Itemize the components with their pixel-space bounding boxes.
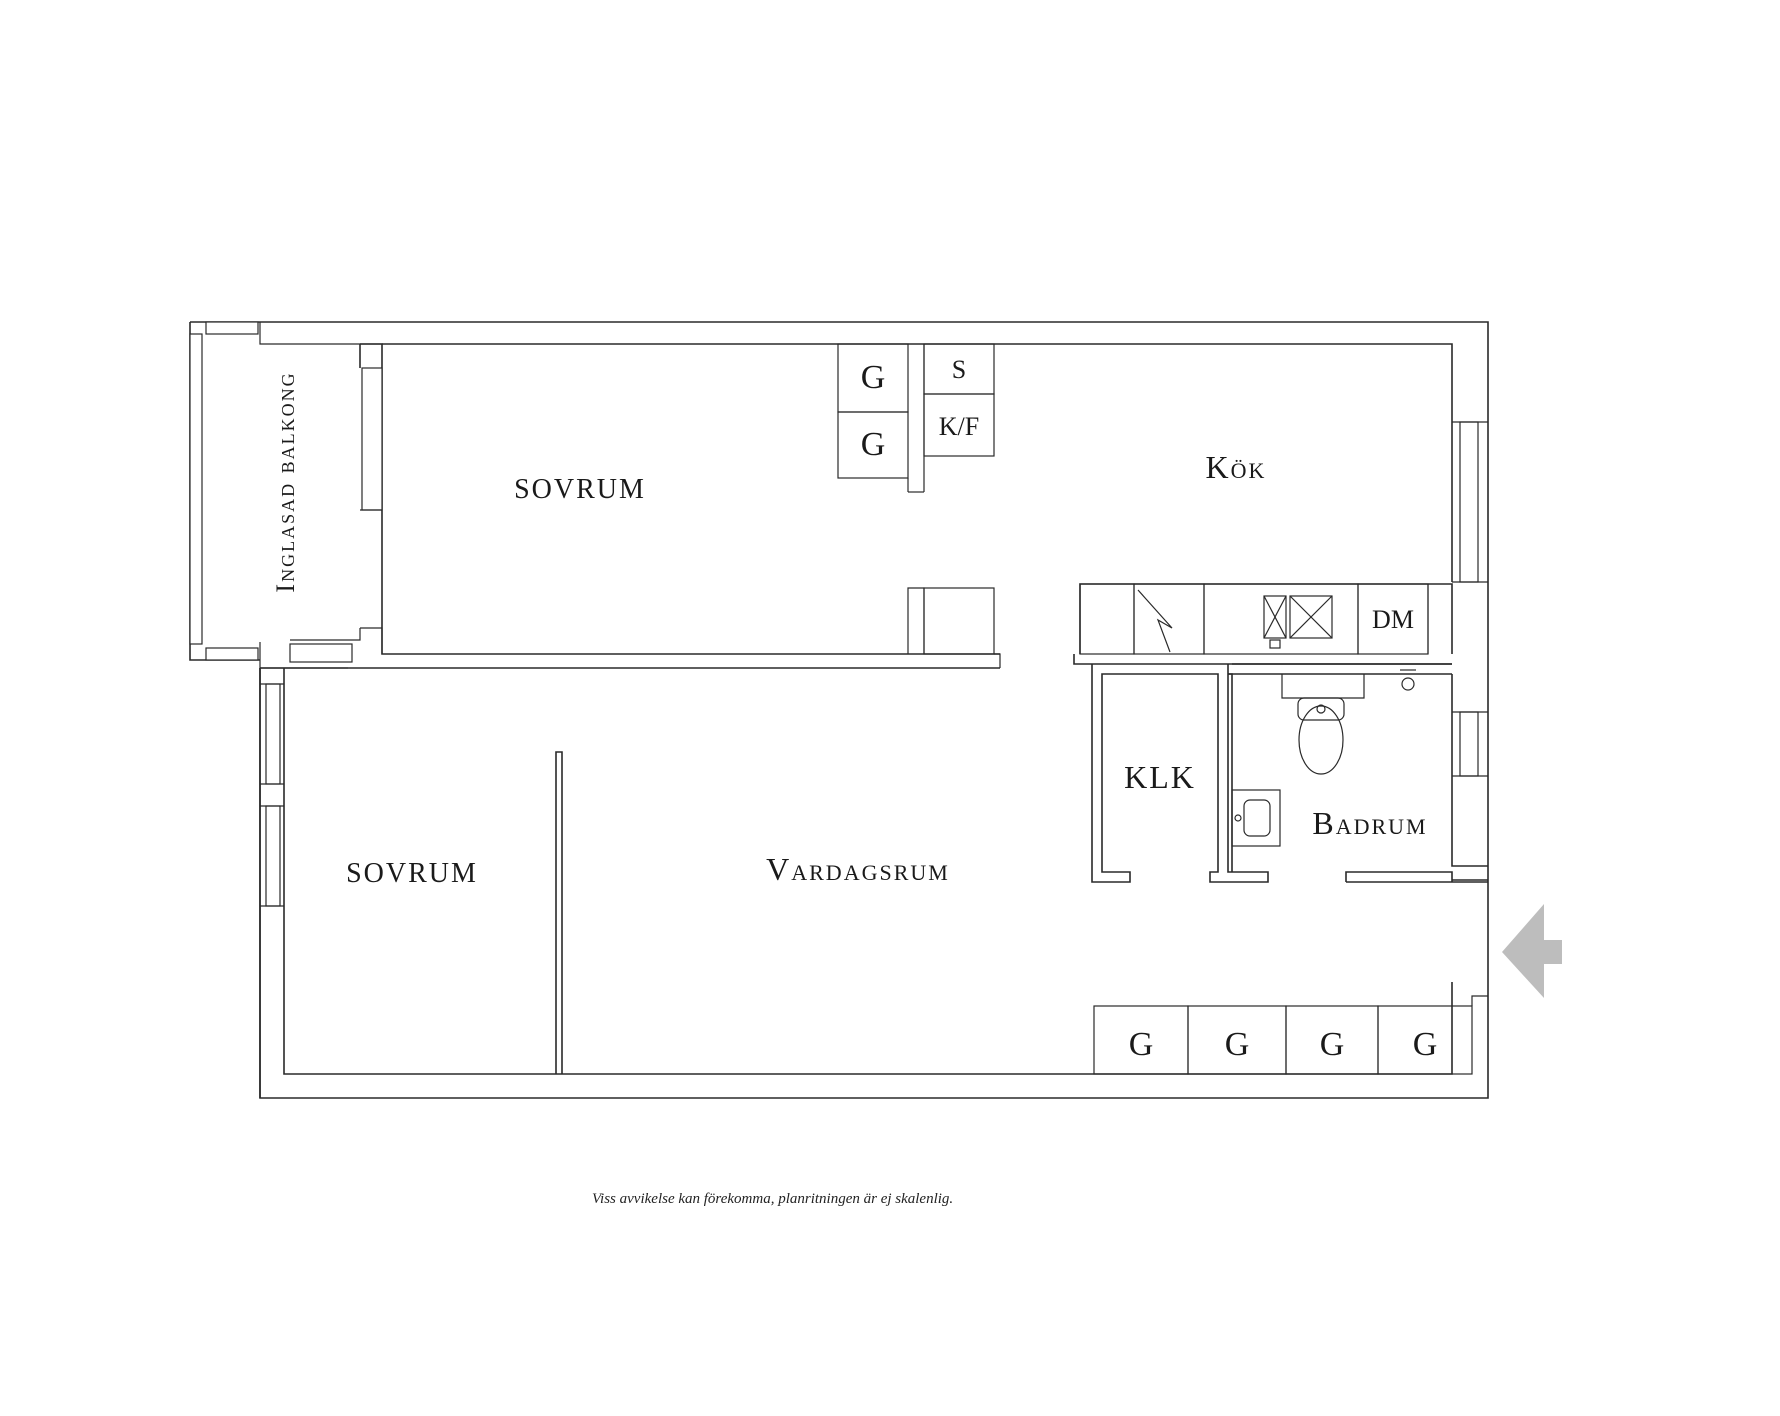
disclaimer-note: Viss avvikelse kan förekomma, planritnin… xyxy=(592,1191,954,1207)
bedroom-top-window-inner xyxy=(361,367,383,511)
wardrobe-top-2-label: G xyxy=(861,426,886,463)
bedroom-left-windows xyxy=(259,668,284,1098)
kitchen-appliances-top xyxy=(923,343,995,457)
wardrobe-bottom-3-label: G xyxy=(1320,1026,1345,1063)
kitchen-window xyxy=(1459,421,1479,583)
hob-icon xyxy=(1289,595,1333,639)
bedroom-top-label: SOVRUM xyxy=(514,474,646,505)
bathroom-label: Badrum xyxy=(1312,805,1427,841)
bedroom-top-walls xyxy=(260,343,1000,669)
balcony-window xyxy=(189,333,203,645)
dishwasher-label: DM xyxy=(1372,605,1414,634)
entrance-arrow-icon xyxy=(1502,904,1562,998)
sink-icon xyxy=(1263,595,1287,639)
stove-label: S xyxy=(952,355,966,384)
kitchen-partition xyxy=(907,587,1001,668)
toilet-icon xyxy=(1297,697,1345,775)
closet-label: KLK xyxy=(1124,759,1196,795)
balcony-window-bottom xyxy=(205,647,259,661)
kitchen-label: Kök xyxy=(1206,449,1267,485)
balcony-window-top xyxy=(205,321,259,335)
bathroom-window xyxy=(1459,711,1479,777)
wardrobe-bottom-4-label: G xyxy=(1413,1026,1438,1063)
bathroom-walls xyxy=(1228,663,1488,883)
washbasin-icon xyxy=(1231,789,1281,847)
bedroom-left-label: SOVRUM xyxy=(346,858,478,889)
bedroom-living-divider xyxy=(555,751,563,1074)
kitchen-counter xyxy=(1073,583,1453,665)
balcony-structure xyxy=(189,321,382,669)
closet-walls xyxy=(1091,664,1269,883)
wardrobes-bottom xyxy=(1093,995,1488,1075)
wardrobe-bottom-2-label: G xyxy=(1225,1026,1250,1063)
balcony-label: Inglasad balkong xyxy=(271,371,300,592)
fridge-freezer-label: K/F xyxy=(939,412,979,441)
bedroom-top-window-bottom xyxy=(289,643,353,663)
exterior-walls xyxy=(189,321,1489,1099)
wardrobe-bottom-1-label: G xyxy=(1129,1026,1154,1063)
wardrobe-top-1-label: G xyxy=(861,359,886,396)
shower-icon xyxy=(1400,669,1416,691)
living-room-label: Vardagsrum xyxy=(766,851,950,887)
